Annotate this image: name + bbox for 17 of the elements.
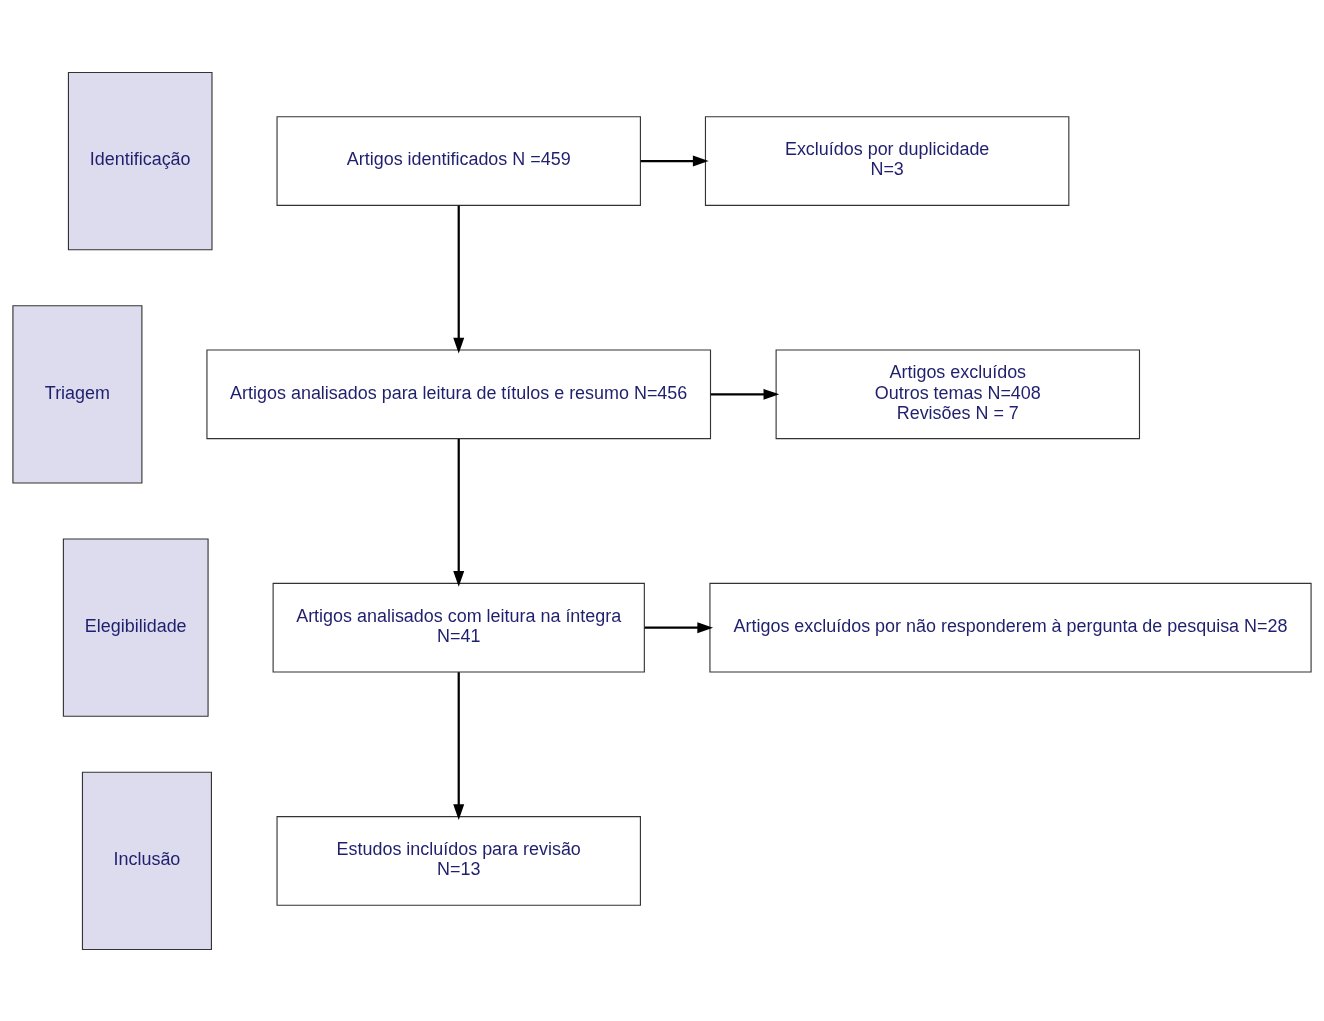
node-box: Artigos analisados com leitura na íntegra N=41 bbox=[272, 582, 645, 672]
node-box: Identificação bbox=[67, 71, 213, 250]
arrow bbox=[644, 621, 714, 633]
node-box: Triagem bbox=[12, 304, 143, 483]
node-box: Artigos identificados N =459 bbox=[276, 115, 641, 206]
arrow bbox=[640, 155, 709, 167]
node-box: Artigos excluídos por não responderem à pergunta de pesquisa N=28 bbox=[709, 582, 1312, 672]
node-box: Inclusão bbox=[81, 771, 212, 950]
arrow bbox=[453, 438, 465, 587]
arrow bbox=[453, 671, 465, 820]
arrow bbox=[710, 388, 780, 400]
node-box: Artigos analisados para leitura de títulos e resumo N=456 bbox=[206, 349, 712, 439]
node-box: Elegibilidade bbox=[62, 538, 209, 717]
arrow bbox=[453, 205, 465, 353]
node-box: Artigos excluídos Outros temas N=408 Revisões N = 7 bbox=[775, 349, 1141, 439]
node-box: Estudos incluídos para revisão N=13 bbox=[276, 815, 641, 906]
node-box: Excluídos por duplicidade N=3 bbox=[704, 115, 1070, 206]
